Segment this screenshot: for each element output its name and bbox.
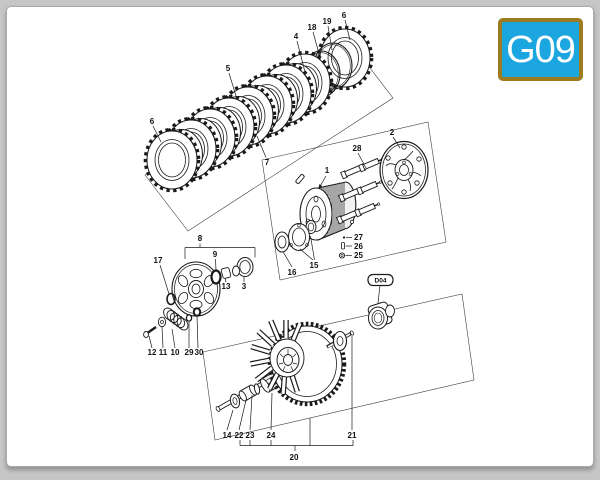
callout-26: 26 bbox=[345, 242, 363, 251]
part-clutch-basket-assembly bbox=[215, 319, 354, 412]
callout-21: 21 bbox=[348, 336, 357, 440]
svg-text:11: 11 bbox=[159, 348, 168, 357]
callout-5: 5 bbox=[226, 64, 237, 97]
svg-text:7: 7 bbox=[265, 158, 270, 167]
svg-text:16: 16 bbox=[288, 268, 297, 277]
svg-text:1: 1 bbox=[325, 166, 330, 175]
svg-text:10: 10 bbox=[171, 348, 180, 357]
part-small-fasteners bbox=[338, 236, 346, 259]
part-cover-gasket-washers bbox=[274, 220, 317, 253]
svg-text:26: 26 bbox=[354, 242, 363, 251]
svg-text:5: 5 bbox=[226, 64, 231, 73]
callout-20: 20 bbox=[239, 418, 354, 462]
ref-box-label: D04 bbox=[375, 278, 387, 285]
callout-18: 18 bbox=[308, 23, 321, 58]
basket-fingers bbox=[249, 319, 303, 395]
callout-3: 3 bbox=[242, 277, 247, 291]
svg-text:9: 9 bbox=[213, 250, 218, 259]
callout-7: 7 bbox=[256, 135, 270, 167]
callout-25: 25 bbox=[345, 251, 363, 260]
svg-text:19: 19 bbox=[323, 17, 332, 26]
callout-29: 29 bbox=[185, 322, 194, 357]
callout-19: 19 bbox=[323, 17, 333, 51]
callout-17: 17 bbox=[154, 256, 170, 295]
callout-8: 8 bbox=[184, 234, 256, 259]
callout-9: 9 bbox=[213, 250, 218, 271]
callout-11: 11 bbox=[159, 326, 168, 357]
svg-text:22: 22 bbox=[235, 431, 244, 440]
callout-6b: 6 bbox=[342, 11, 351, 41]
svg-text:15: 15 bbox=[310, 261, 319, 270]
svg-text:13: 13 bbox=[222, 282, 231, 291]
callouts: 6 5 4 18 19 6 7 1 28 2 27 26 25 15 16 8 … bbox=[148, 11, 401, 462]
svg-text:12: 12 bbox=[148, 348, 157, 357]
callout-22: 22 bbox=[235, 399, 247, 440]
part-spring-bolt-set bbox=[143, 307, 202, 338]
svg-text:14: 14 bbox=[223, 431, 232, 440]
svg-text:25: 25 bbox=[354, 251, 363, 260]
svg-text:28: 28 bbox=[353, 144, 362, 153]
callout-28: 28 bbox=[353, 144, 367, 169]
svg-text:29: 29 bbox=[185, 348, 194, 357]
svg-text:8: 8 bbox=[198, 234, 203, 243]
part-d04-reference bbox=[367, 301, 395, 330]
svg-text:20: 20 bbox=[290, 453, 299, 462]
part-pressure-plate-disc bbox=[379, 140, 429, 200]
callout-14: 14 bbox=[223, 409, 234, 440]
ref-box-d04: D04 bbox=[367, 273, 394, 304]
svg-text:27: 27 bbox=[354, 233, 363, 242]
svg-text:23: 23 bbox=[246, 431, 255, 440]
svg-text:6: 6 bbox=[342, 11, 347, 20]
callout-27: 27 bbox=[346, 233, 363, 242]
callout-23: 23 bbox=[246, 394, 255, 440]
callout-12: 12 bbox=[148, 335, 157, 357]
callout-1: 1 bbox=[318, 166, 330, 189]
svg-text:30: 30 bbox=[195, 348, 204, 357]
callout-24: 24 bbox=[267, 392, 276, 440]
part-spring-bolts bbox=[335, 154, 386, 225]
diagram-code-label: G09 bbox=[506, 28, 576, 71]
part-clutch-plate-stack bbox=[146, 28, 371, 190]
svg-text:2: 2 bbox=[390, 128, 395, 137]
svg-text:18: 18 bbox=[308, 23, 317, 32]
diagram-code-badge: G09 bbox=[498, 18, 583, 81]
callout-4: 4 bbox=[294, 32, 306, 73]
callout-2: 2 bbox=[390, 128, 401, 149]
callout-15: 15 bbox=[299, 235, 319, 270]
svg-text:17: 17 bbox=[154, 256, 163, 265]
svg-text:21: 21 bbox=[348, 431, 357, 440]
callout-10: 10 bbox=[171, 328, 180, 357]
svg-text:4: 4 bbox=[294, 32, 299, 41]
callout-30: 30 bbox=[195, 315, 204, 357]
callout-13: 13 bbox=[222, 277, 231, 291]
callout-16: 16 bbox=[283, 252, 297, 277]
svg-text:24: 24 bbox=[267, 431, 276, 440]
svg-text:3: 3 bbox=[242, 282, 247, 291]
svg-text:6: 6 bbox=[150, 117, 155, 126]
callout-6a: 6 bbox=[150, 117, 162, 143]
part-pressure-plate-assembly bbox=[166, 257, 254, 317]
